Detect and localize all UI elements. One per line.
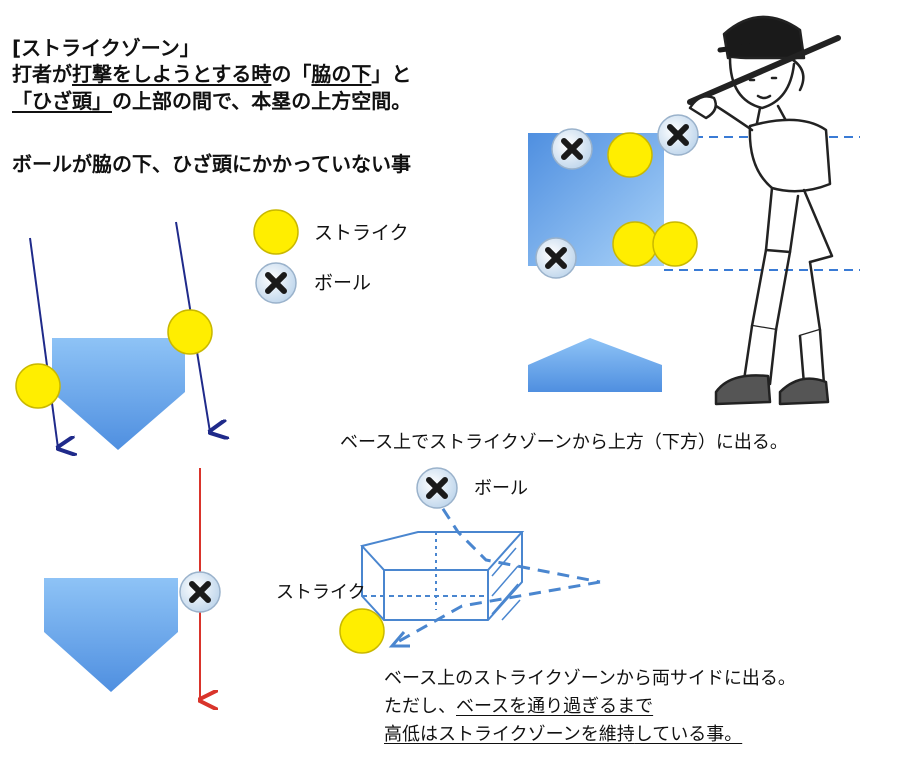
definition-text: 打者が — [12, 62, 72, 86]
pitch-path-arrow-left — [29, 237, 58, 448]
definition-line-2: 「ひざ頭」の上部の間で、本塁の上方空間。 — [12, 89, 411, 114]
ball-x-icon — [417, 468, 457, 508]
definition-text: の「 — [271, 62, 312, 86]
strike-ball-icon — [339, 608, 385, 654]
case2-underlined: 高低 — [384, 724, 420, 745]
case2-underlined: ストライクゾーンを維持 — [438, 724, 635, 745]
case2-caption-line-1: ベース上のストライクゾーンから両サイドに出る。 — [384, 668, 796, 689]
plate-strike-example — [15, 221, 213, 450]
case2-caption-line-3: 高低はストライクゾーンを維持している事。 — [384, 724, 742, 747]
ball-x-icon — [536, 238, 576, 278]
case2-text: ただし、 — [384, 696, 456, 717]
strike-ball-icon — [612, 221, 658, 267]
plate-ball-example — [44, 468, 220, 700]
case2-text: は — [420, 724, 438, 745]
strike-ball-icon — [652, 221, 698, 267]
case1-caption: ベース上でストライクゾーンから上方（下方）に出る。 — [340, 432, 788, 453]
strike-ball-icon — [607, 132, 653, 178]
definition-underlined: 「ひざ頭」 — [12, 89, 112, 113]
diagram-title: [ストライクゾーン」 — [12, 36, 200, 60]
home-plate-icon — [52, 338, 185, 450]
definition-text: の上部の間で、本塁の上方空間。 — [112, 89, 412, 113]
ball-x-icon — [256, 263, 296, 303]
definition-text: 」と — [371, 62, 412, 86]
definition-underlined: 脇の下 — [311, 62, 372, 86]
legend-strike-label: ストライク — [314, 222, 409, 244]
strike-ball-icon — [15, 363, 61, 409]
case2-text: している事。 — [634, 724, 743, 745]
legend — [253, 209, 299, 303]
strike-zone-example — [528, 15, 860, 406]
case2-strike-label: ストライク — [276, 582, 366, 603]
ball-x-icon — [658, 115, 698, 155]
definition-line-1: 打者が打撃をしようとする時の「脇の下」と — [12, 62, 411, 87]
strike-ball-icon — [253, 209, 299, 255]
plate-box-3d — [360, 491, 601, 648]
case2-underlined: ベースを通り過ぎるまで — [456, 696, 654, 717]
case2-ball-label: ボール — [474, 478, 528, 499]
rule-text: ボールが脇の下、ひざ頭にかかっていない事 — [12, 152, 411, 176]
home-plate-icon — [528, 338, 662, 392]
strike-ball-icon — [167, 309, 213, 355]
legend-ball-label: ボール — [314, 272, 372, 294]
batter-figure — [687, 15, 841, 406]
case2-caption-line-2: ただし、ベースを通り過ぎるまで — [384, 696, 653, 719]
ball-x-icon — [180, 572, 220, 612]
definition-underlined: 打撃をしようとする時 — [72, 62, 272, 86]
home-plate-icon — [44, 578, 178, 692]
ball-x-icon — [552, 129, 592, 169]
